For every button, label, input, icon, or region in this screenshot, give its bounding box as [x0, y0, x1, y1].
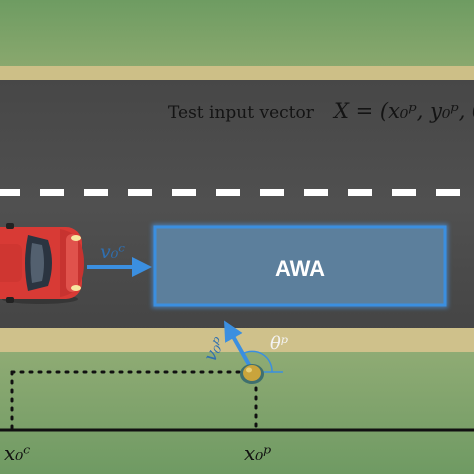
shoulder-top	[0, 66, 474, 82]
awa-label: AWA	[275, 256, 325, 281]
grass-bottom	[0, 352, 474, 474]
pedestrian-icon	[240, 364, 264, 384]
angle-label: θᵖ	[270, 333, 288, 354]
car-x-label: x₀ᶜ	[4, 441, 30, 465]
angle-arc	[241, 350, 273, 373]
header-prefix: Test input vector	[168, 103, 315, 123]
car-icon	[0, 223, 84, 304]
lane-markings	[0, 189, 460, 196]
awa-zone: AWA	[152, 224, 448, 308]
header-vector: X = (x₀ᵖ, y₀ᵖ, θᵖ	[332, 99, 474, 123]
pedestrian-x-label: x₀ᵖ	[244, 441, 271, 465]
grass-top	[0, 0, 474, 68]
pedestrian-velocity-arrow	[224, 320, 254, 371]
car-velocity-label: v₀ᶜ	[100, 241, 125, 263]
